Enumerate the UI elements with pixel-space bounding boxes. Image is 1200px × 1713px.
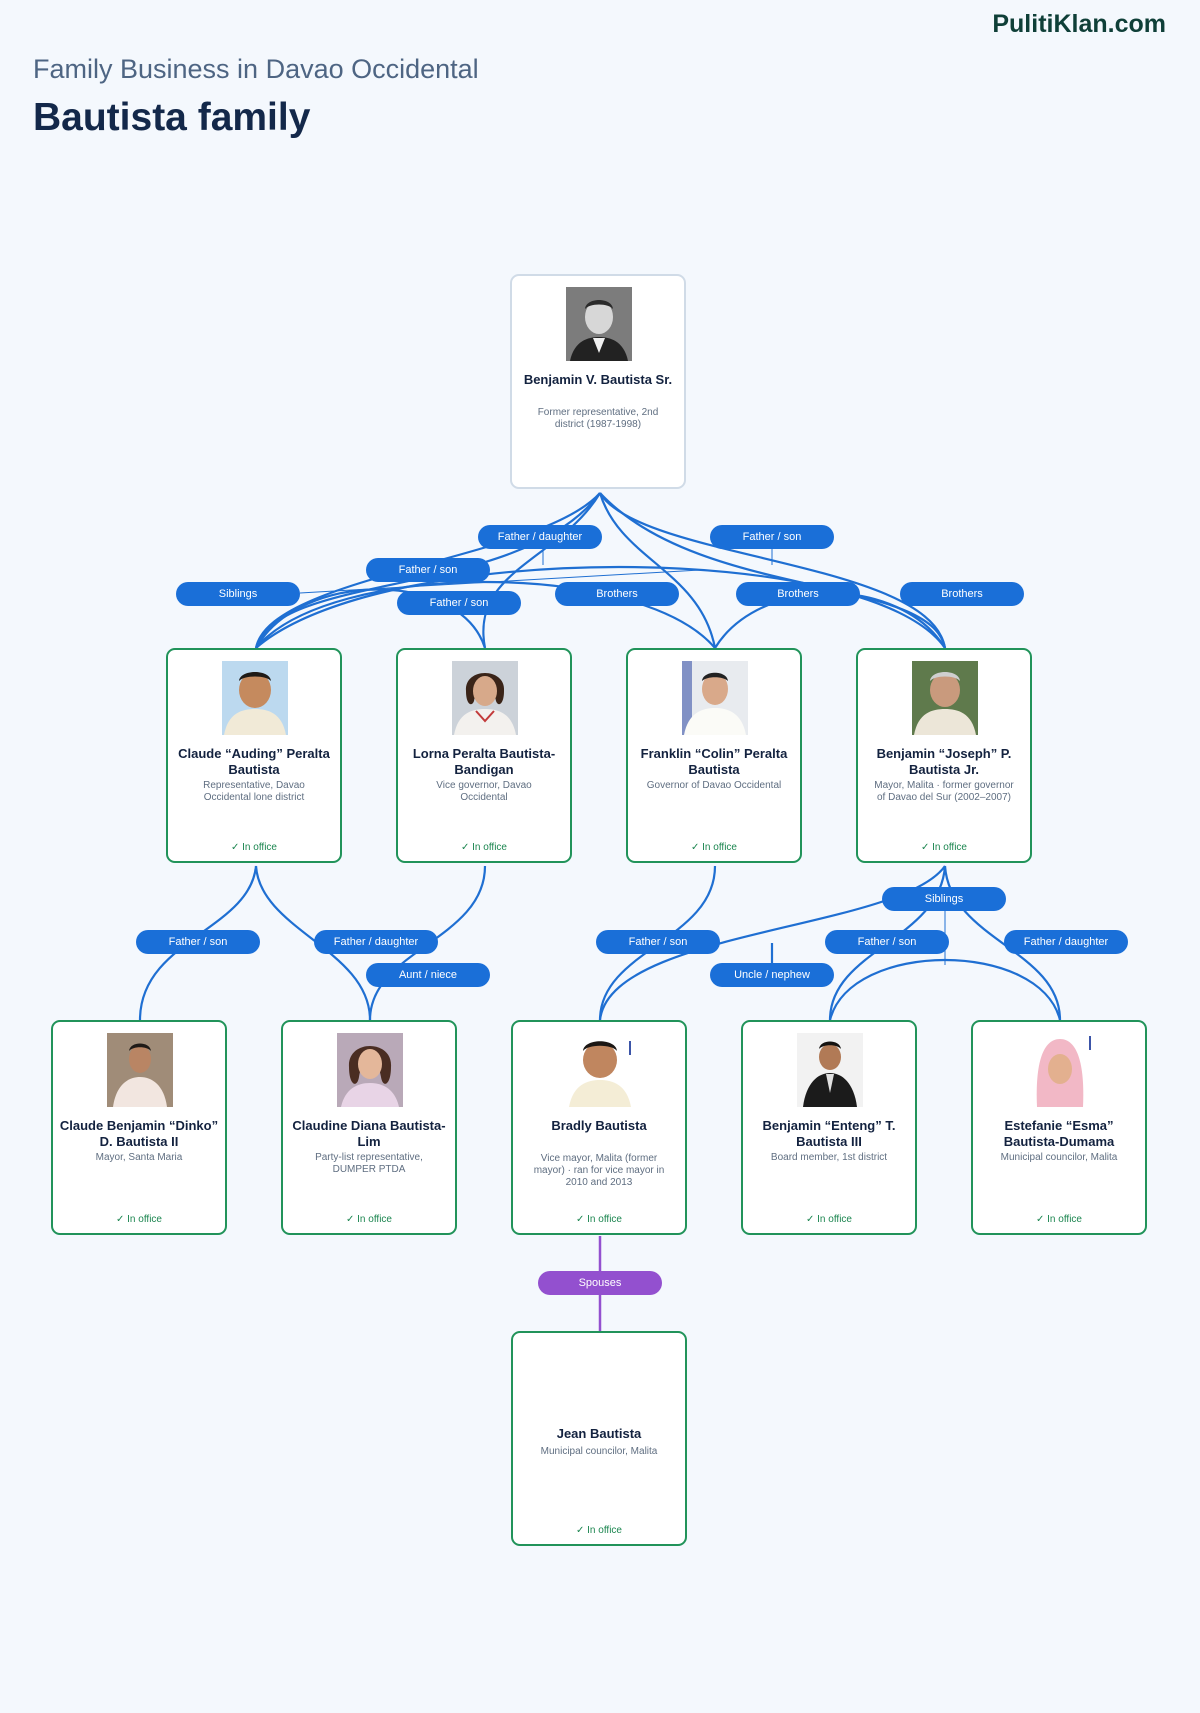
link-sr-jr-2 — [599, 492, 947, 649]
relation-pill: Father / son — [825, 930, 949, 954]
status-badge: ✓ In office — [921, 842, 967, 853]
person-card-claude-benjamin[interactable]: Claude Benjamin “Dinko” D. Bautista II M… — [51, 1020, 227, 1235]
status-badge: ✓ In office — [116, 1214, 162, 1225]
relation-pill: Uncle / nephew — [710, 963, 834, 987]
person-name: Lorna Peralta Bautista-Bandigan — [412, 746, 556, 777]
page-title: Bautista family — [33, 96, 311, 139]
status-badge: ✓ In office — [691, 842, 737, 853]
person-card-jean[interactable]: Jean Bautista Municipal councilor, Malit… — [511, 1331, 687, 1546]
relation-pill: Father / son — [710, 525, 834, 549]
status-badge: ✓ In office — [346, 1214, 392, 1225]
relation-pill: Aunt / niece — [366, 963, 490, 987]
person-card-estefanie[interactable]: Estefanie “Esma” Bautista-Dumama Municip… — [971, 1020, 1147, 1235]
person-name: Claude Benjamin “Dinko” D. Bautista II — [59, 1118, 219, 1149]
portrait-photo — [682, 661, 748, 735]
relation-pill: Father / son — [366, 558, 490, 582]
person-name: Benjamin “Joseph” P. Bautista Jr. — [876, 746, 1012, 777]
brand-logo[interactable]: PulitiKlan.com — [992, 10, 1166, 38]
portrait-photo — [222, 661, 288, 735]
link-sr-jr — [599, 492, 947, 649]
person-role: Vice governor, Davao Occidental — [436, 780, 532, 803]
relation-pill: Father / daughter — [1004, 930, 1128, 954]
status-badge: ✓ In office — [576, 1525, 622, 1536]
link-sr-franklin — [598, 492, 717, 649]
person-name: Estefanie “Esma” Bautista-Dumama — [1003, 1118, 1115, 1149]
link-siblings-bottom — [828, 959, 1062, 1021]
person-role: Board member, 1st district — [770, 1152, 888, 1163]
person-card-benjamin-iii[interactable]: Benjamin “Enteng” T. Bautista III Board … — [741, 1020, 917, 1235]
relation-pill: Father / son — [136, 930, 260, 954]
person-card-claudine[interactable]: Claudine Diana Bautista-Lim Party-list r… — [281, 1020, 457, 1235]
relation-pill: Brothers — [555, 582, 679, 606]
person-name: Jean Bautista — [556, 1426, 642, 1441]
person-role: Mayor, Santa Maria — [95, 1152, 183, 1163]
person-card-claude[interactable]: Claude “Auding” Peralta Bautista Represe… — [166, 648, 342, 863]
person-card-benjamin-sr[interactable]: Benjamin V. Bautista Sr. Former represen… — [510, 274, 686, 489]
relation-pill: Father / son — [596, 930, 720, 954]
person-card-bradly[interactable]: Bradly Bautista Vice mayor, Malita (form… — [511, 1020, 687, 1235]
portrait-photo — [567, 1033, 633, 1107]
person-role: Municipal councilor, Malita — [540, 1446, 658, 1457]
person-name: Benjamin “Enteng” T. Bautista III — [762, 1118, 896, 1149]
status-badge: ✓ In office — [231, 842, 277, 853]
portrait-photo — [566, 287, 632, 361]
portrait-photo — [912, 661, 978, 735]
person-role: Governor of Davao Occidental — [646, 780, 782, 791]
status-badge: ✓ In office — [576, 1214, 622, 1225]
relation-pill: Siblings — [882, 887, 1006, 911]
relation-pill: Father / daughter — [478, 525, 602, 549]
person-role: Municipal councilor, Malita — [1000, 1152, 1118, 1163]
relation-pill: Brothers — [900, 582, 1024, 606]
page-subtitle: Family Business in Davao Occidental — [33, 54, 479, 84]
person-name: Benjamin V. Bautista Sr. — [523, 372, 673, 387]
person-name: Claude “Auding” Peralta Bautista — [178, 746, 330, 777]
portrait-photo — [1027, 1033, 1093, 1107]
link-siblings-top — [255, 588, 487, 649]
person-name: Bradly Bautista — [551, 1118, 647, 1133]
person-card-franklin[interactable]: Franklin “Colin” Peralta Bautista Govern… — [626, 648, 802, 863]
relation-pill: Brothers — [736, 582, 860, 606]
portrait-photo — [452, 661, 518, 735]
person-card-lorna[interactable]: Lorna Peralta Bautista-Bandigan Vice gov… — [396, 648, 572, 863]
portrait-photo — [337, 1033, 403, 1107]
person-role: Representative, Davao Occidental lone di… — [203, 780, 305, 803]
relation-pill: Father / daughter — [314, 930, 438, 954]
link-sr-lorna — [482, 492, 601, 649]
person-name: Franklin “Colin” Peralta Bautista — [640, 746, 788, 777]
person-card-benjamin-jr[interactable]: Benjamin “Joseph” P. Bautista Jr. Mayor,… — [856, 648, 1032, 863]
person-role: Party-list representative, DUMPER PTDA — [315, 1152, 423, 1175]
person-role: Vice mayor, Malita (former mayor) · ran … — [533, 1153, 665, 1188]
portrait-photo — [797, 1033, 863, 1107]
relation-pill: Father / son — [397, 591, 521, 615]
portrait-photo — [107, 1033, 173, 1107]
link-brothers-3 — [255, 565, 946, 649]
status-badge: ✓ In office — [461, 842, 507, 853]
status-badge: ✓ In office — [806, 1214, 852, 1225]
person-name: Claudine Diana Bautista-Lim — [292, 1118, 446, 1149]
person-role: Former representative, 2nd district (198… — [537, 407, 659, 430]
person-role: Mayor, Malita · former governor of Davao… — [874, 780, 1014, 803]
status-badge: ✓ In office — [1036, 1214, 1082, 1225]
relation-pill: Siblings — [176, 582, 300, 606]
spouse-pill: Spouses — [538, 1271, 662, 1295]
